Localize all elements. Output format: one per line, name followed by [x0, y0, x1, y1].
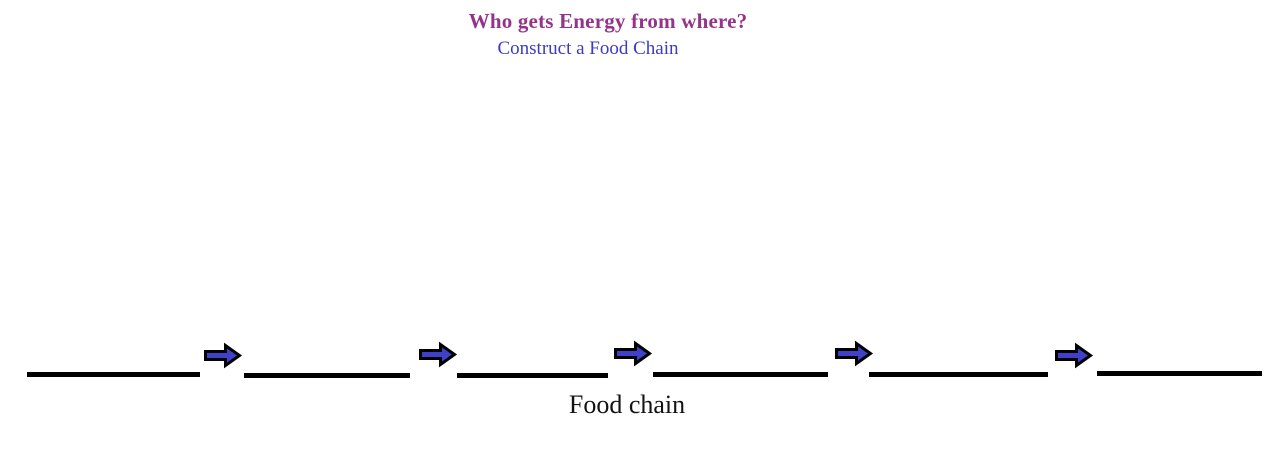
chain-arrow-right-icon-5	[1055, 342, 1094, 369]
page-subtitle: Construct a Food Chain	[497, 38, 679, 59]
chain-arrow-right-icon-4	[835, 340, 874, 367]
page-title: Who gets Energy from where?	[468, 9, 748, 33]
food-chain-caption: Food chain	[568, 390, 686, 419]
blank-line-1[interactable]	[27, 372, 200, 377]
header-block: Who gets Energy from where?	[0, 8, 1216, 34]
chain-arrow-right-icon-3	[614, 340, 653, 367]
chain-arrow-right-icon-2	[419, 341, 458, 368]
blank-line-6[interactable]	[1097, 371, 1262, 376]
blank-line-5[interactable]	[869, 372, 1048, 377]
chain-arrow-right-icon-1	[204, 342, 243, 369]
blank-line-2[interactable]	[244, 373, 410, 378]
blank-line-3[interactable]	[457, 373, 608, 378]
blank-line-4[interactable]	[653, 372, 828, 377]
